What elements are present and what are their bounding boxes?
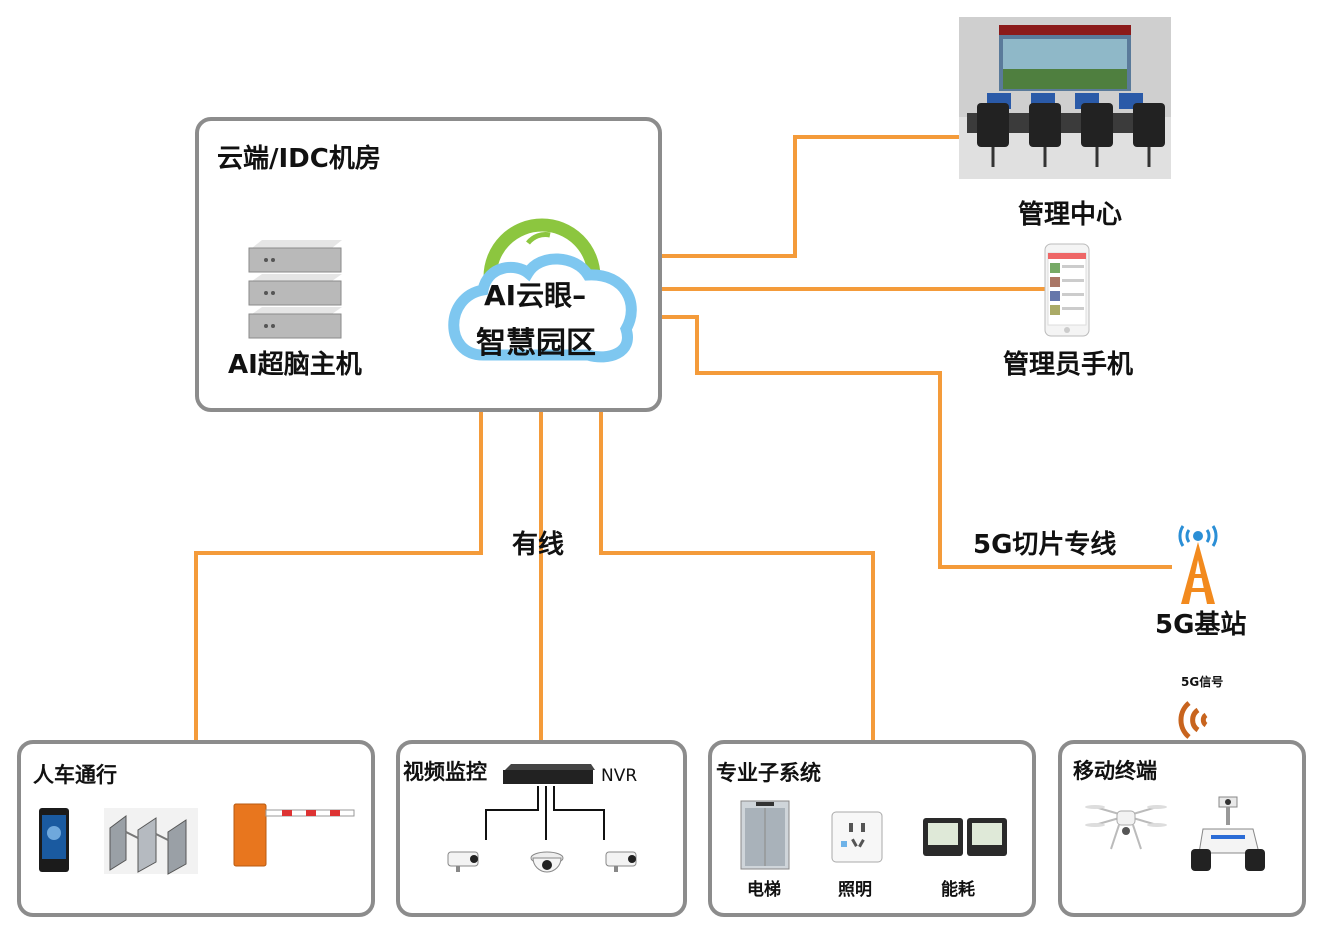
bullet-camera-icon (447, 851, 479, 872)
smart-socket-icon (831, 811, 883, 863)
professional-item-energy: 能耗 (941, 880, 975, 900)
cell-tower-icon (1178, 525, 1218, 604)
mobile-title: 移动终端 (1073, 759, 1157, 783)
elevator-icon (740, 800, 790, 870)
link-cloud-access (194, 368, 483, 742)
link-cloud-professional (599, 368, 875, 742)
professional-item-lighting: 照明 (838, 880, 872, 900)
turnstile-gate-icon (104, 808, 198, 875)
barrier-gate-icon (233, 803, 355, 867)
server-stack-icon (248, 240, 342, 339)
patrol-robot-icon (1191, 796, 1265, 871)
base-station-label: 5G基站 (1155, 610, 1247, 640)
cloud-idc-title: 云端/IDC机房 (217, 144, 381, 174)
bullet-camera-icon (605, 851, 637, 872)
mgmt-center-label: 管理中心 (1018, 200, 1123, 230)
wireless-signal-icon (1178, 701, 1208, 739)
admin-phone-label: 管理员手机 (1003, 350, 1134, 380)
video-title: 视频监控 (403, 760, 487, 784)
wired-link-label: 有线 (512, 530, 565, 560)
nvr-camera-wiring (485, 786, 605, 840)
control-room-photo (959, 17, 1171, 179)
platform-line2: 智慧园区 (476, 326, 596, 361)
cloud-icon (448, 218, 637, 363)
nvr-icon (503, 764, 595, 784)
link-cloud-5g-slice (630, 315, 1172, 569)
nvr-label: NVR (601, 766, 638, 786)
platform-line1: AI云眼– (484, 279, 587, 312)
signal-label: 5G信号 (1181, 675, 1224, 689)
smartphone-icon (1044, 243, 1090, 337)
server-label: AI超脑主机 (228, 350, 362, 380)
slice-link-label: 5G切片专线 (973, 530, 1117, 560)
energy-meter-icon (923, 818, 1007, 856)
dome-camera-icon (530, 851, 564, 873)
mobile-subsystem (1058, 740, 1306, 917)
face-terminal-icon (39, 808, 69, 872)
access-title: 人车通行 (33, 763, 117, 787)
professional-title: 专业子系统 (716, 761, 821, 785)
drone-icon (1085, 805, 1167, 850)
link-cloud-mgmt-center (630, 135, 962, 258)
professional-item-elevator: 电梯 (747, 880, 781, 900)
